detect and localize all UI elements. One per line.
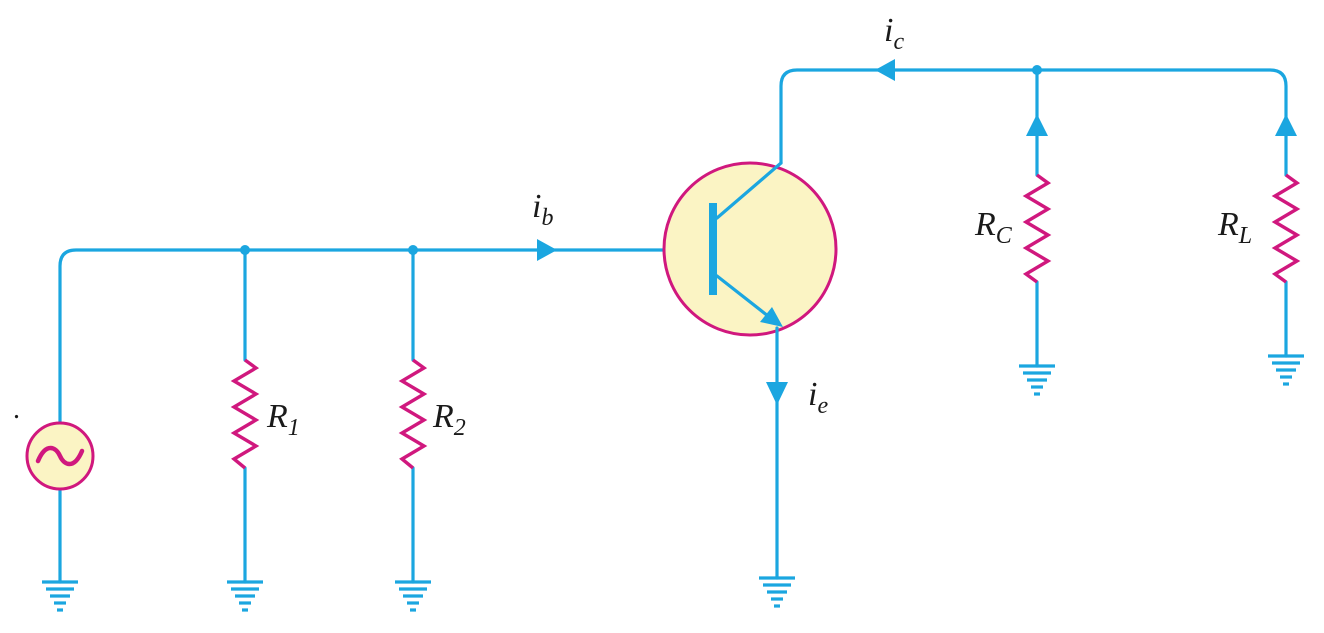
sine-wave-icon <box>35 445 85 467</box>
ie-arrow <box>766 382 788 405</box>
ground-icon-rc <box>1019 364 1055 396</box>
r1-junction-node <box>240 245 250 255</box>
ground-icon-emitter <box>759 576 795 608</box>
stray-dot: . <box>13 394 20 425</box>
r2-junction-node <box>408 245 418 255</box>
base-wire <box>58 248 667 424</box>
resistor-rl <box>1271 173 1301 284</box>
ic-arrow <box>875 59 895 81</box>
rc-arrow <box>1026 114 1048 136</box>
ib-arrow <box>537 239 557 261</box>
label-ic: ic <box>884 12 905 55</box>
label-rc: RC <box>975 206 1012 249</box>
transistor-collector-lead <box>715 161 783 220</box>
ground-icon-r2 <box>395 580 431 612</box>
ground-icon-rl <box>1268 354 1304 386</box>
ground-icon-source <box>42 580 78 612</box>
rl-arrow <box>1275 114 1297 136</box>
transistor-base-bar <box>709 203 717 295</box>
label-ie: ie <box>808 376 829 419</box>
transistor-body <box>662 161 838 337</box>
transistor-emitter-lead <box>715 274 770 318</box>
label-rl: RL <box>1218 206 1253 249</box>
emitter-arrow <box>760 307 783 327</box>
resistor-rc <box>1022 173 1052 284</box>
label-r1: R1 <box>267 398 300 441</box>
resistor-r1 <box>230 358 260 470</box>
label-ib: ib <box>532 188 554 231</box>
resistor-r2 <box>398 358 428 470</box>
ground-icon-r1 <box>227 580 263 612</box>
label-r2: R2 <box>433 398 466 441</box>
